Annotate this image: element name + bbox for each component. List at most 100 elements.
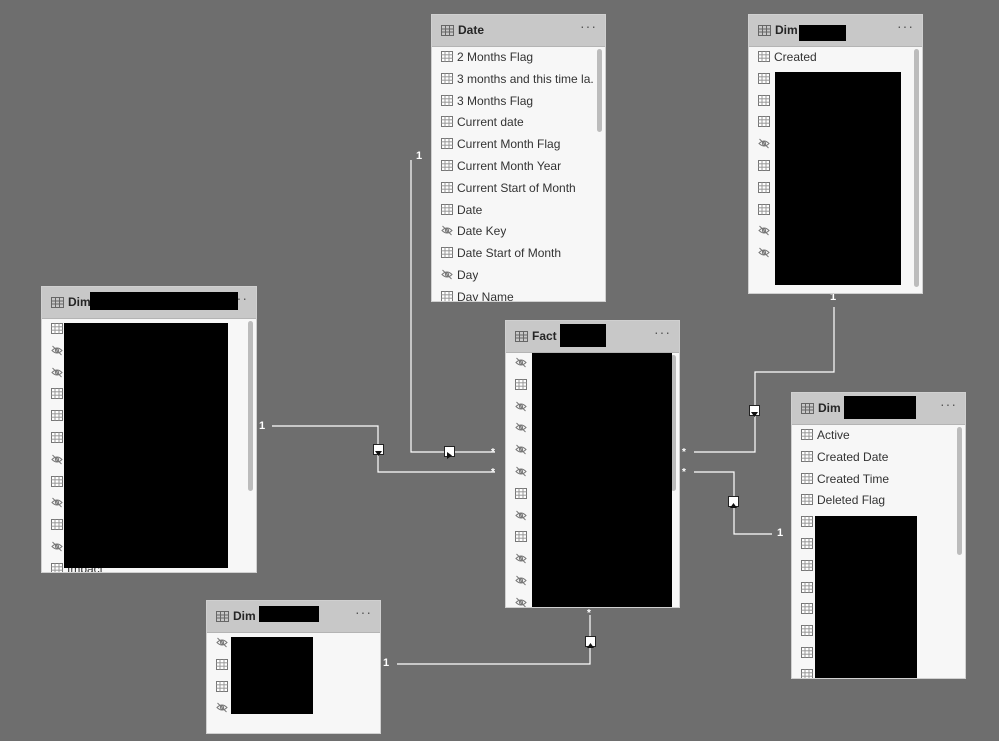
field-row[interactable] [506, 505, 667, 527]
field-row[interactable]: Active [792, 424, 953, 446]
hidden-eye-icon [515, 401, 527, 411]
field-row[interactable]: Created Date [792, 446, 953, 468]
more-options-icon[interactable]: ··· [654, 324, 671, 340]
table-card-dim-bottom[interactable]: Dim ··· [207, 601, 380, 733]
field-row[interactable] [506, 396, 667, 418]
cardinality-many-label: * [491, 447, 495, 458]
table-column-icon [758, 116, 770, 128]
more-options-icon[interactable]: ··· [940, 396, 957, 412]
relationship-line-dimbottom-fact[interactable] [397, 615, 591, 665]
field-row[interactable]: Current Month Year [432, 155, 593, 177]
field-row[interactable] [42, 405, 244, 427]
field-row[interactable] [792, 555, 953, 577]
more-options-icon[interactable]: ··· [355, 604, 372, 620]
scrollbar[interactable] [597, 49, 602, 132]
field-row[interactable] [42, 536, 244, 558]
field-row[interactable]: 3 Months Flag [432, 90, 593, 112]
field-row[interactable] [749, 90, 910, 112]
table-card-dim-left[interactable]: Dim ··· Impact [42, 287, 256, 572]
field-row[interactable]: Date Start of Month [432, 242, 593, 264]
field-row[interactable] [506, 548, 667, 570]
field-row[interactable] [207, 654, 368, 676]
field-row[interactable] [749, 199, 910, 221]
scrollbar[interactable] [248, 321, 253, 491]
table-icon [441, 25, 454, 36]
field-row[interactable] [506, 417, 667, 439]
field-row[interactable] [749, 242, 910, 264]
field-row[interactable] [506, 352, 667, 374]
field-row[interactable] [749, 133, 910, 155]
field-row[interactable] [749, 111, 910, 133]
field-row[interactable]: 3 months and this time la... [432, 68, 593, 90]
field-row[interactable] [42, 471, 244, 493]
field-row[interactable] [792, 598, 953, 620]
table-title: Date [458, 23, 485, 37]
field-row[interactable] [42, 340, 244, 362]
field-row[interactable] [506, 461, 667, 483]
field-row[interactable] [207, 676, 368, 698]
scrollbar[interactable] [671, 355, 676, 491]
field-row[interactable] [749, 155, 910, 177]
table-column-icon [441, 203, 453, 215]
field-row[interactable] [42, 383, 244, 405]
field-row[interactable] [42, 514, 244, 536]
field-row[interactable]: Current Start of Month [432, 177, 593, 199]
table-icon [801, 403, 814, 414]
field-row[interactable] [792, 577, 953, 599]
field-row[interactable]: Day Name [432, 286, 593, 301]
field-row[interactable] [792, 511, 953, 533]
hidden-eye-icon [758, 226, 770, 236]
field-row[interactable] [506, 570, 667, 592]
field-row[interactable]: Deleted Flag [792, 489, 953, 511]
field-row[interactable] [506, 374, 667, 396]
field-row[interactable]: 2 Months Flag [432, 46, 593, 68]
table-column-icon [51, 410, 63, 422]
field-row[interactable] [42, 362, 244, 384]
field-row[interactable] [749, 220, 910, 242]
field-row[interactable] [42, 318, 244, 340]
table-column-icon [758, 72, 770, 84]
table-card-dim-top-right[interactable]: Dim ··· Created [749, 15, 922, 293]
field-row[interactable]: Day [432, 264, 593, 286]
field-row[interactable] [792, 642, 953, 664]
table-card-fact[interactable]: Fact E ··· [506, 321, 679, 607]
table-column-icon [51, 562, 63, 572]
field-row[interactable]: Created [749, 46, 910, 68]
table-column-icon [51, 388, 63, 400]
table-column-icon [51, 323, 63, 334]
scrollbar[interactable] [914, 49, 919, 287]
field-row[interactable] [749, 177, 910, 199]
table-column-icon [216, 680, 228, 692]
table-title: Dim [68, 295, 91, 309]
field-row[interactable] [506, 439, 667, 461]
table-card-header[interactable]: Date ··· [432, 15, 605, 47]
hidden-eye-icon [515, 357, 527, 368]
more-options-icon[interactable]: ··· [897, 18, 914, 34]
field-row[interactable]: Date Key [432, 220, 593, 242]
field-row[interactable] [207, 697, 368, 719]
field-row[interactable] [207, 632, 368, 654]
field-row[interactable]: Current Month Flag [432, 133, 593, 155]
field-row[interactable] [792, 664, 953, 678]
relationship-line-dimtopright-fact[interactable] [694, 307, 835, 453]
more-options-icon[interactable]: ··· [580, 18, 597, 34]
field-row[interactable] [749, 68, 910, 90]
field-row[interactable] [42, 427, 244, 449]
field-row[interactable] [42, 492, 244, 514]
field-row[interactable] [506, 483, 667, 505]
field-row[interactable] [792, 620, 953, 642]
field-row[interactable]: Date [432, 199, 593, 221]
scrollbar[interactable] [957, 427, 962, 555]
field-row[interactable]: Current date [432, 111, 593, 133]
field-row[interactable] [506, 592, 667, 607]
field-row[interactable] [792, 533, 953, 555]
field-row[interactable] [42, 449, 244, 471]
field-row[interactable]: Created Time [792, 468, 953, 490]
hidden-eye-icon [515, 553, 527, 564]
table-title: Dim [233, 609, 256, 623]
field-row[interactable] [506, 526, 667, 548]
hidden-eye-icon [51, 367, 63, 377]
relationship-line-date-fact[interactable] [410, 160, 495, 453]
